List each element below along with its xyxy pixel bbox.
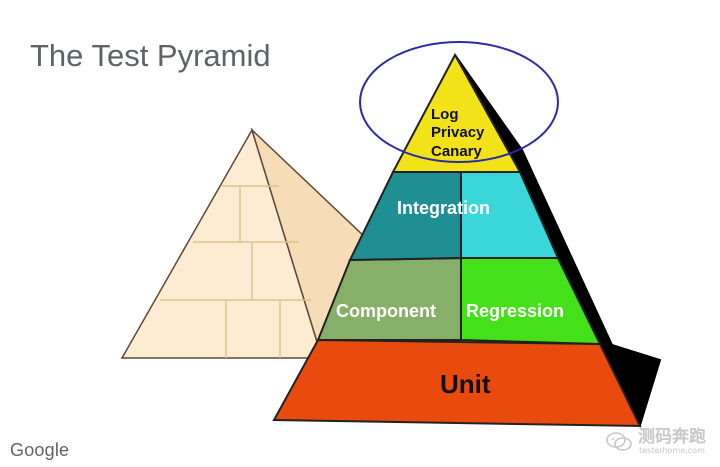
top-layer xyxy=(391,52,522,173)
unit-label: Unit xyxy=(440,369,491,399)
google-brand: Google xyxy=(10,440,70,460)
watermark-name: 测码奔跑 xyxy=(638,427,706,446)
integration-label: Integration xyxy=(397,198,490,218)
watermark-domain: testerhome.com xyxy=(639,446,705,455)
main-pyramid: Log Privacy Canary Integration Component… xyxy=(272,41,662,428)
regression-label: Regression xyxy=(466,301,564,321)
highlight-ellipse xyxy=(359,41,559,163)
top-label-log: Log xyxy=(431,106,459,123)
unit-layer xyxy=(272,338,642,428)
chat-bubble-icon xyxy=(606,431,632,452)
slide-title: The Test Pyramid xyxy=(30,38,271,73)
top-label-privacy: Privacy xyxy=(431,124,485,141)
top-label-canary: Canary xyxy=(431,143,483,160)
component-label: Component xyxy=(336,301,436,321)
watermark: 测码奔跑 testerhome.com xyxy=(606,428,706,455)
